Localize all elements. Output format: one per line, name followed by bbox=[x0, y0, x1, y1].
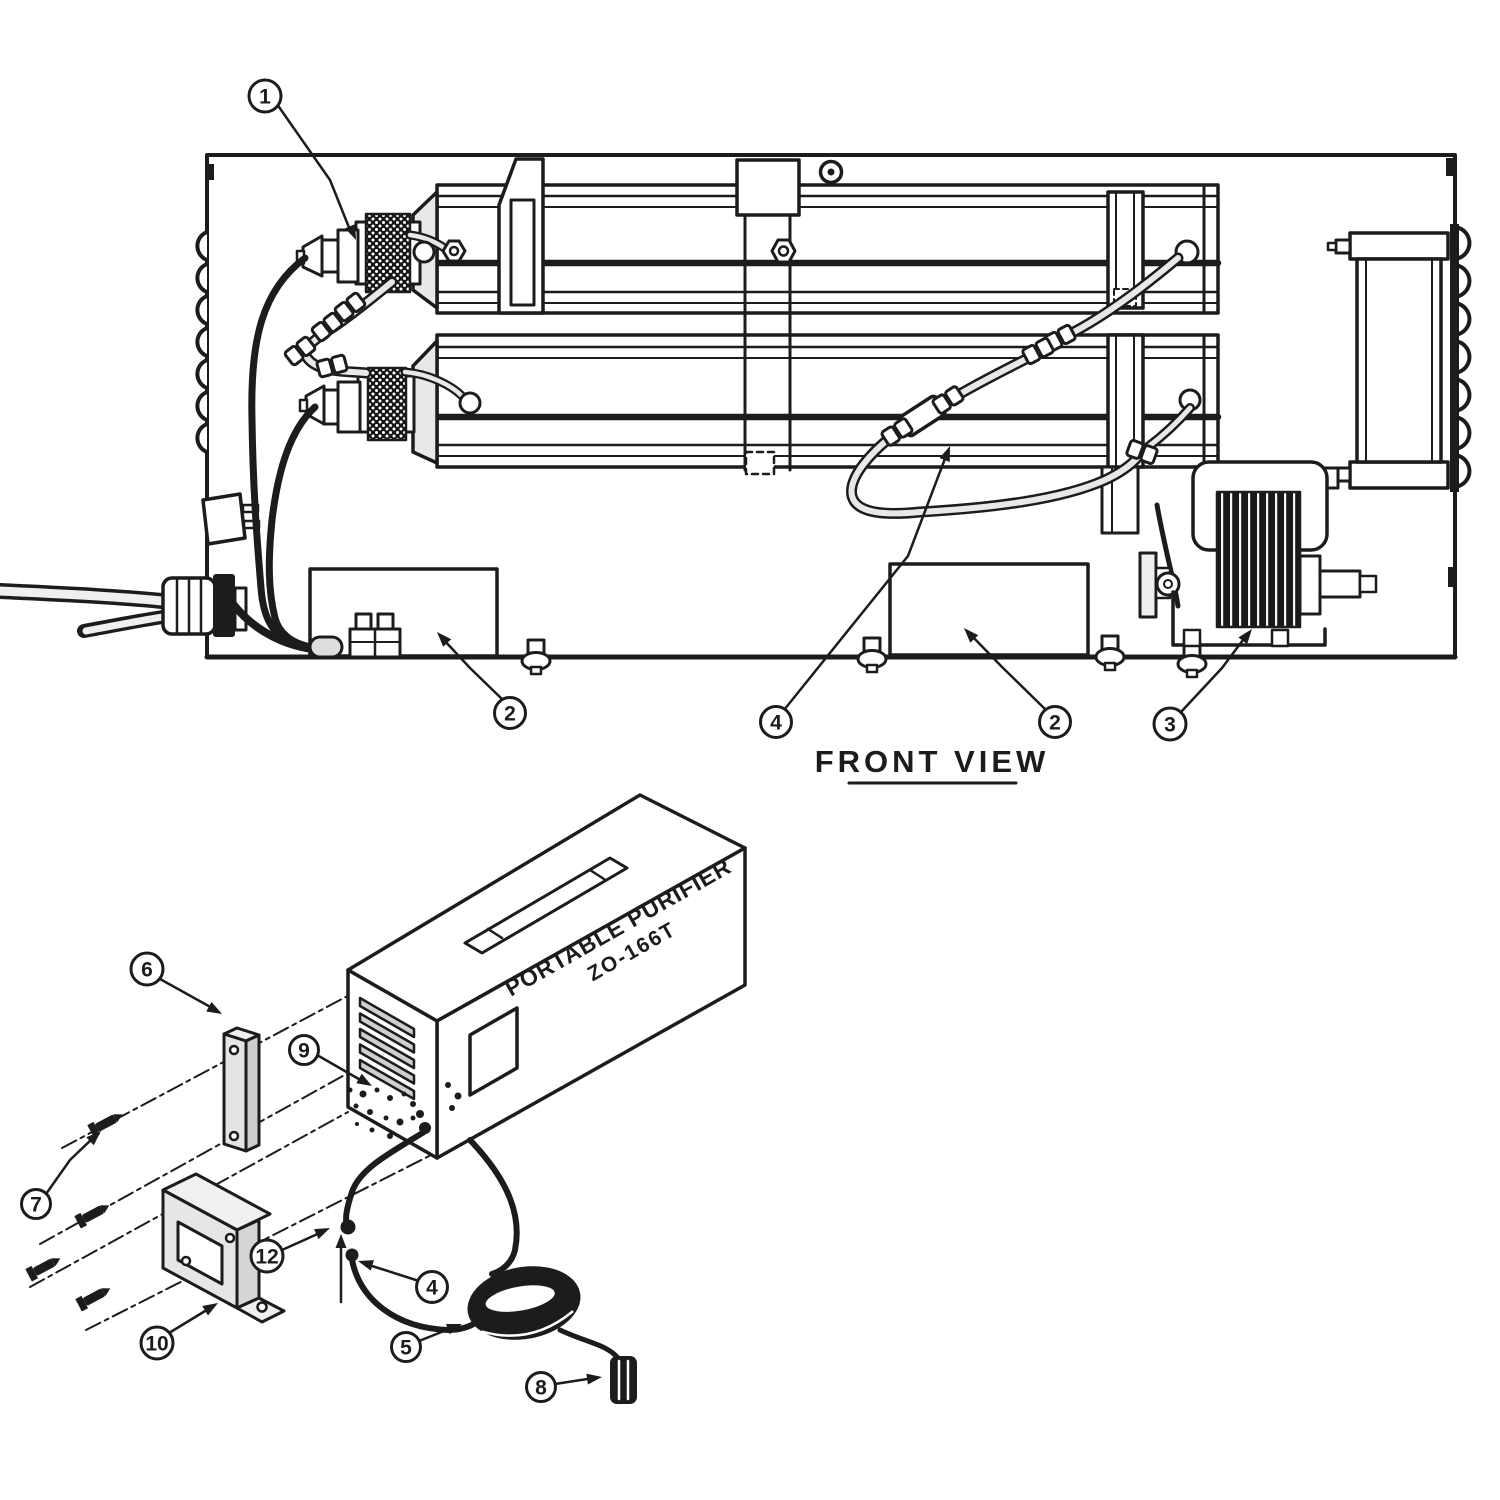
callout-2-right: 2 bbox=[959, 624, 1072, 739]
callout-1: 1 bbox=[247, 78, 362, 243]
case-handle bbox=[463, 856, 629, 955]
callout-4-iso: 4 bbox=[356, 1255, 449, 1304]
callout-number: 1 bbox=[259, 86, 271, 109]
compressor-heatsink bbox=[1215, 490, 1302, 629]
callout-number: 6 bbox=[141, 959, 153, 982]
ozone-tube-upper bbox=[411, 183, 1222, 315]
hex-bolt-icon bbox=[770, 238, 797, 264]
left-fitting-cluster bbox=[282, 276, 398, 379]
mounting-plate bbox=[222, 1026, 261, 1153]
ring-fitting bbox=[412, 240, 436, 264]
callout-number: 7 bbox=[30, 1194, 42, 1217]
cooling-fins-left bbox=[195, 230, 209, 454]
callout-3: 3 bbox=[1152, 625, 1257, 742]
top-screw-icon bbox=[818, 159, 844, 185]
front-view-drawing: 1 2 4 2 3 FRONT VIEW bbox=[0, 78, 1472, 785]
callout-number: 2 bbox=[1049, 712, 1061, 735]
tube-support-strap bbox=[735, 158, 801, 476]
cable-end-connector bbox=[557, 1327, 637, 1404]
canister bbox=[1320, 231, 1450, 490]
isometric-drawing: PORTABLE PURIFIER ZO-166T bbox=[20, 793, 747, 1404]
panel-tab bbox=[206, 164, 214, 180]
callout-number: 5 bbox=[400, 1337, 412, 1360]
callout-number: 3 bbox=[1164, 714, 1176, 737]
mounting-bracket bbox=[161, 1172, 286, 1324]
wire-lug bbox=[308, 635, 344, 659]
compressor-wire bbox=[1154, 502, 1181, 609]
case-window bbox=[468, 1006, 519, 1097]
panel-holes bbox=[347, 1082, 462, 1139]
ring-fitting bbox=[458, 391, 482, 415]
cable-connector-pin bbox=[340, 1219, 356, 1235]
power-cable bbox=[335, 1129, 520, 1333]
callout-12: 12 bbox=[249, 1222, 333, 1274]
compressor bbox=[1138, 460, 1378, 648]
cable-connector-socket bbox=[345, 1248, 359, 1262]
front-view-caption: FRONT VIEW bbox=[815, 744, 1050, 785]
caption-text: FRONT VIEW bbox=[815, 744, 1050, 779]
tube-bracket-right-lower bbox=[1100, 333, 1145, 535]
case-louvers bbox=[358, 996, 416, 1101]
electrical-box-right bbox=[888, 562, 1090, 657]
panel-tab bbox=[1448, 567, 1455, 587]
callout-number: 4 bbox=[770, 712, 782, 735]
callout-7: 7 bbox=[20, 1126, 105, 1220]
callout-2-left: 2 bbox=[432, 628, 527, 730]
compressor-shaft bbox=[1318, 569, 1362, 599]
tube-bracket-left bbox=[497, 157, 545, 315]
callout-6: 6 bbox=[129, 951, 225, 1019]
callout-number: 8 bbox=[535, 1377, 547, 1400]
cable-coil bbox=[467, 1266, 581, 1340]
callout-10: 10 bbox=[139, 1298, 221, 1361]
terminal-block bbox=[348, 612, 402, 659]
power-cord bbox=[0, 583, 170, 638]
internal-wires bbox=[229, 254, 344, 659]
callout-number: 10 bbox=[145, 1333, 168, 1356]
callout-8: 8 bbox=[525, 1371, 603, 1403]
ozone-tube-lower bbox=[411, 333, 1222, 469]
purifier-case: PORTABLE PURIFIER ZO-166T bbox=[346, 793, 747, 1160]
nipple bbox=[1334, 238, 1352, 255]
hex-bolt-icon bbox=[441, 239, 467, 263]
cooling-fins-right bbox=[1450, 224, 1472, 492]
callout-number: 9 bbox=[298, 1040, 310, 1063]
tubing-run bbox=[846, 239, 1202, 519]
compressor-base bbox=[1171, 590, 1327, 647]
panel-tab bbox=[1446, 158, 1454, 176]
callout-4-front: 4 bbox=[759, 444, 956, 739]
callout-5: 5 bbox=[390, 1318, 464, 1363]
callout-9: 9 bbox=[288, 1034, 375, 1091]
callout-number: 12 bbox=[255, 1246, 278, 1269]
callout-number: 4 bbox=[426, 1277, 438, 1300]
callout-number: 2 bbox=[504, 703, 516, 726]
